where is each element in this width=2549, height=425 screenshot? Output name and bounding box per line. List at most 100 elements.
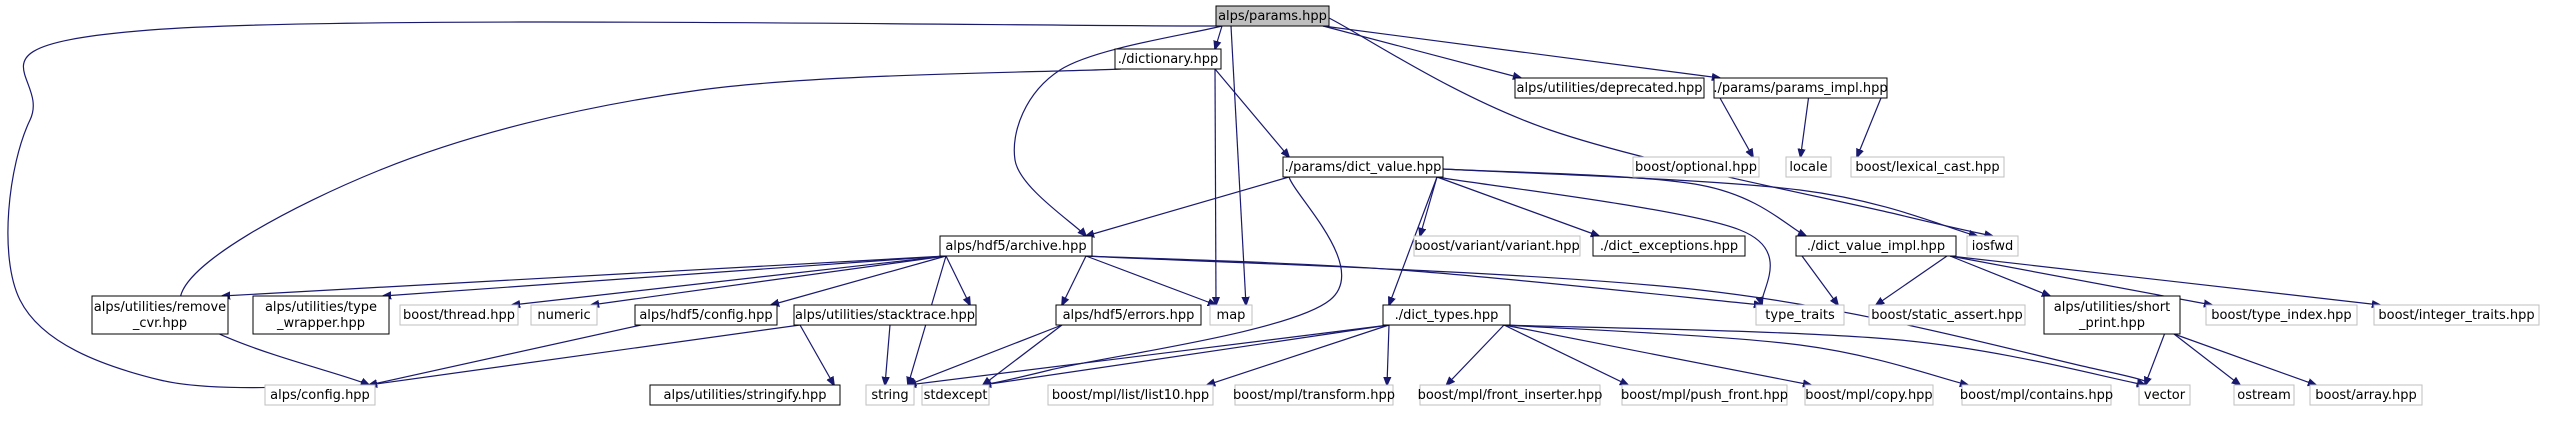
edge-params-to-params_impl [1322, 25, 1720, 78]
node-box [2233, 384, 2295, 406]
edge-stacktrace-to-stringify [799, 324, 834, 385]
node-box [865, 384, 915, 406]
edge-dict_types-to-list10 [1207, 324, 1390, 385]
edge-dict_value-to-archive [1086, 176, 1290, 236]
edge-params-to-iosfwd [1328, 17, 1993, 236]
edge-params-to-deprecated [1322, 25, 1521, 78]
edge-params-to-map [1230, 25, 1246, 305]
node-label: boost/mpl/transform.hpp [1233, 388, 1395, 403]
node-box [1804, 384, 1934, 406]
edge-dict_types-to-stdexcept [983, 324, 1390, 385]
node-label: alps/hdf5/archive.hpp [945, 239, 1086, 254]
node-box [1966, 235, 2019, 257]
node-ostream: ostream [2233, 384, 2295, 406]
edge-dict_value-to-dict_value_impl [1442, 168, 1806, 236]
node-dictionary[interactable]: ./dictionary.hpp [1114, 48, 1222, 70]
edge-dictionary-to-dict_value [1214, 68, 1289, 157]
node-stacktrace[interactable]: alps/utilities/stacktrace.hpp [793, 304, 977, 326]
node-label: boost/variant/variant.hpp [1414, 239, 1580, 254]
edge-dict_value-to-type_traits [1436, 176, 1771, 305]
node-box [1419, 384, 1601, 406]
node-label: ./params/dict_value.hpp [1285, 160, 1442, 175]
node-label: ./dict_value_impl.hpp [1807, 239, 1945, 254]
node-optional: boost/optional.hpp [1632, 156, 1760, 178]
node-label: alps/utilities/type [265, 300, 377, 315]
node-box [1114, 48, 1222, 70]
edge-params-to-dictionary [1215, 25, 1223, 49]
edge-archive-to-type_wrapper [383, 255, 947, 296]
node-integer_traits: boost/integer_traits.hpp [2373, 304, 2540, 326]
node-label: alps/utilities/stacktrace.hpp [795, 308, 975, 323]
edge-short_print-to-array [2173, 333, 2316, 385]
edge-archive-to-numeric [591, 255, 947, 305]
node-iosfwd: iosfwd [1966, 235, 2019, 257]
node-dict_exceptions[interactable]: ./dict_exceptions.hpp [1592, 235, 1746, 257]
edge-params_impl-to-optional [1719, 97, 1753, 157]
edge-dictionary-to-alps_config [179, 68, 1122, 385]
edge-params_impl-to-lexical_cast [1857, 97, 1882, 157]
node-label: alps/utilities/remove [94, 300, 226, 315]
node-label: boost/static_assert.hpp [1871, 308, 2022, 323]
edge-dict_value_impl-to-integer_traits [1949, 255, 2380, 305]
node-box [2043, 295, 2181, 335]
node-label: boost/mpl/list/list10.hpp [1052, 388, 1209, 403]
edge-short_print-to-vector [2145, 333, 2166, 385]
node-archive[interactable]: alps/hdf5/archive.hpp [939, 235, 1093, 257]
node-label: boost/optional.hpp [1635, 160, 1757, 175]
node-box [1382, 304, 1511, 326]
node-transform: boost/mpl/transform.hpp [1233, 384, 1395, 406]
node-label: alps/hdf5/config.hpp [639, 308, 772, 323]
node-thread: boost/thread.hpp [399, 304, 519, 326]
node-label: boost/mpl/push_front.hpp [1621, 388, 1788, 403]
node-label: boost/mpl/contains.hpp [1960, 388, 2113, 403]
node-remove_cvr[interactable]: alps/utilities/remove_cvr.hpp [91, 295, 229, 335]
edge-dict_types-to-string [908, 324, 1390, 385]
node-dict_value_impl[interactable]: ./dict_value_impl.hpp [1795, 235, 1957, 257]
node-box [1755, 304, 1845, 326]
node-label: type_traits [1765, 308, 1835, 323]
node-short_print[interactable]: alps/utilities/short_print.hpp [2043, 295, 2181, 335]
node-box [921, 384, 990, 406]
node-dict_value[interactable]: ./params/dict_value.hpp [1282, 156, 1444, 178]
node-label: boost/type_index.hpp [2211, 308, 2351, 323]
node-box [1234, 384, 1394, 406]
node-map: map [1209, 304, 1253, 326]
node-deprecated[interactable]: alps/utilities/deprecated.hpp [1514, 77, 1705, 99]
node-box [1413, 235, 1581, 257]
node-box [1795, 235, 1957, 257]
edge-dict_value-to-variant [1420, 176, 1438, 236]
node-label: stdexcept [924, 388, 988, 403]
edge-params-to-alps_config [7, 21, 1223, 388]
node-errors[interactable]: alps/hdf5/errors.hpp [1055, 304, 1202, 326]
node-type_wrapper[interactable]: alps/utilities/type_wrapper.hpp [252, 295, 390, 335]
edge-dictionary-to-map [1215, 68, 1216, 305]
edge-archive-to-errors [1062, 255, 1087, 305]
edges-layer [7, 17, 2380, 388]
edge-dict_value_impl-to-static_assert [1876, 255, 1948, 305]
node-push_front: boost/mpl/push_front.hpp [1621, 384, 1788, 406]
node-box [1961, 384, 2112, 406]
node-params[interactable]: alps/params.hpp [1215, 5, 1330, 27]
edge-archive-to-type_traits [1085, 255, 1762, 305]
node-string: string [865, 384, 915, 406]
node-stdexcept: stdexcept [921, 384, 990, 406]
node-label: alps/utilities/short [2054, 300, 2170, 315]
node-box [1282, 156, 1444, 178]
node-alps_config: alps/config.hpp [264, 384, 376, 406]
node-dict_types[interactable]: ./dict_types.hpp [1382, 304, 1511, 326]
node-label: iosfwd [1972, 239, 2014, 254]
node-label: ./params/params_impl.hpp [1713, 81, 1887, 96]
node-label: boost/integer_traits.hpp [2378, 308, 2534, 323]
node-label: alps/hdf5/errors.hpp [1063, 308, 1195, 323]
node-params_impl[interactable]: ./params/params_impl.hpp [1713, 77, 1888, 99]
node-label: map [1217, 308, 1246, 323]
node-box [2309, 384, 2423, 406]
node-hdf5_config[interactable]: alps/hdf5/config.hpp [634, 304, 778, 326]
node-variant: boost/variant/variant.hpp [1413, 235, 1581, 257]
edge-archive-to-vector [1085, 255, 2149, 385]
node-array: boost/array.hpp [2309, 384, 2423, 406]
edge-dict_value_impl-to-short_print [1949, 255, 2050, 296]
node-box [91, 295, 229, 335]
node-stringify[interactable]: alps/utilities/stringify.hpp [649, 384, 841, 406]
edge-errors-to-string [908, 324, 1063, 385]
